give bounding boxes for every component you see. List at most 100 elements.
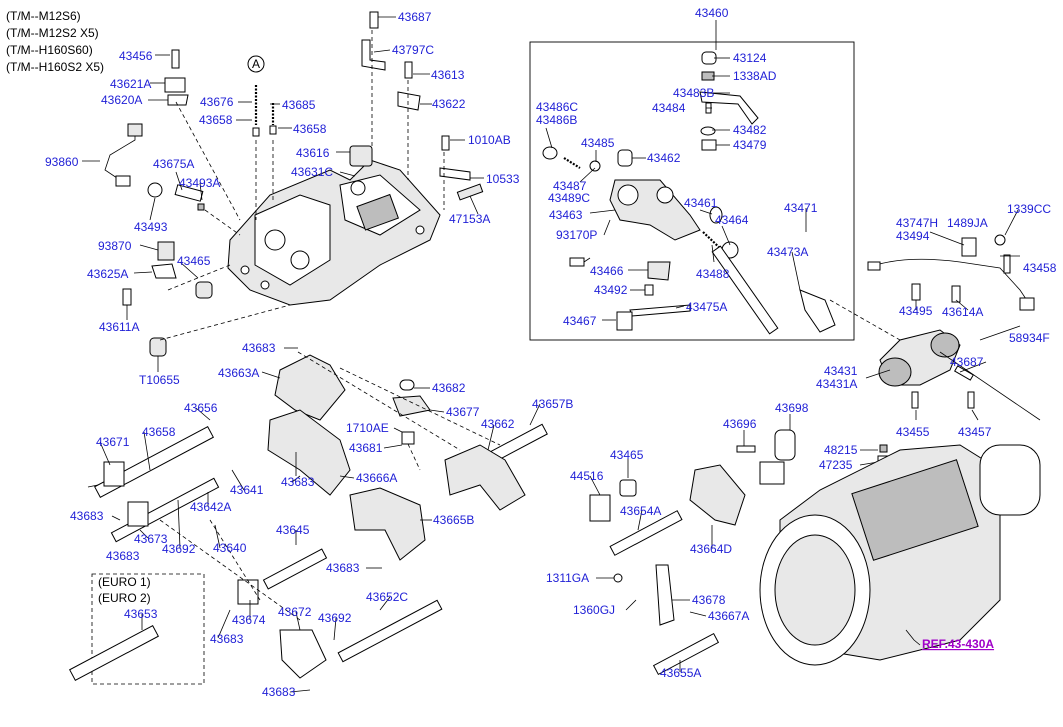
part-label[interactable]: 93870	[98, 239, 132, 253]
part-label[interactable]: 48215	[824, 443, 858, 457]
part-label[interactable]: 43485	[581, 136, 615, 150]
part-label[interactable]: 43671	[96, 435, 130, 449]
part-label[interactable]: 43431A	[816, 377, 857, 391]
part-label[interactable]: T10655	[139, 373, 180, 387]
part-label[interactable]: 43622	[432, 97, 466, 111]
part-label[interactable]: 43678	[692, 593, 726, 607]
part-label[interactable]: 43493A	[179, 176, 220, 190]
part-label[interactable]: 43667A	[708, 609, 749, 623]
part-label[interactable]: 43494	[896, 229, 930, 243]
part-label[interactable]: 43683	[326, 561, 360, 575]
part-label[interactable]: 43652C	[366, 590, 408, 604]
part-label[interactable]: 43683	[242, 341, 276, 355]
part-label[interactable]: 43662	[481, 417, 515, 431]
part-label[interactable]: 43613	[431, 68, 465, 82]
part-label[interactable]: 43692	[162, 542, 196, 556]
part-label[interactable]: 43655A	[660, 666, 701, 680]
part-label[interactable]: 43495	[899, 304, 933, 318]
part-label[interactable]: 43475A	[686, 300, 727, 314]
part-label[interactable]: 43658	[199, 113, 233, 127]
part-label[interactable]: 93860	[45, 155, 79, 169]
part-label[interactable]: 43641	[230, 483, 264, 497]
reference-link[interactable]: REF.43-430A	[922, 637, 994, 651]
part-label[interactable]: 1338AD	[733, 69, 777, 83]
part-label[interactable]: 43664D	[690, 542, 732, 556]
part-label[interactable]: 43488	[696, 267, 730, 281]
part-label[interactable]: 43683	[70, 509, 104, 523]
part-label[interactable]: 43681	[349, 441, 383, 455]
part-label[interactable]: 43696	[723, 417, 757, 431]
part-label[interactable]: 43486C	[536, 100, 578, 114]
part-label[interactable]: 43687	[950, 355, 984, 369]
part-label[interactable]: 43493	[134, 220, 168, 234]
part-label[interactable]: 1489JA	[947, 216, 988, 230]
part-label[interactable]: 1311GA	[546, 571, 589, 585]
part-label[interactable]: 1010AB	[468, 133, 511, 147]
part-label[interactable]: 43479	[733, 138, 767, 152]
part-label[interactable]: 43674	[232, 613, 266, 627]
part-label[interactable]: 93170P	[556, 228, 597, 242]
part-label[interactable]: 43465	[177, 254, 211, 268]
part-label[interactable]: 43682	[432, 381, 466, 395]
part-label[interactable]: 43645	[276, 523, 310, 537]
part-label[interactable]: 43677	[446, 405, 480, 419]
part-label[interactable]: 43455	[896, 425, 930, 439]
part-label[interactable]: 43657B	[532, 397, 573, 411]
part-label[interactable]: 43471	[784, 201, 818, 215]
part-label[interactable]: 43683	[210, 632, 244, 646]
part-label[interactable]: 43482	[733, 123, 767, 137]
part-label[interactable]: 10533	[486, 172, 520, 186]
part-label[interactable]: 43625A	[87, 267, 128, 281]
part-label[interactable]: 43611A	[99, 320, 139, 334]
part-label[interactable]: 43483B	[673, 86, 714, 100]
part-label[interactable]: 43492	[594, 283, 628, 297]
part-label[interactable]: 1339CC	[1007, 202, 1051, 216]
part-label[interactable]: 1710AE	[346, 421, 389, 435]
part-label[interactable]: 43683	[262, 685, 296, 699]
part-label[interactable]: 43621A	[110, 77, 151, 91]
part-label[interactable]: 43462	[647, 151, 681, 165]
part-label[interactable]: 43687	[398, 10, 432, 24]
part-label[interactable]: 58934F	[1009, 331, 1050, 345]
part-label[interactable]: 43486B	[536, 113, 577, 127]
part-label[interactable]: 43658	[293, 122, 327, 136]
part-label[interactable]: 43463	[549, 208, 583, 222]
part-label[interactable]: 43666A	[356, 471, 397, 485]
part-label[interactable]: 43489C	[548, 191, 590, 205]
part-label[interactable]: 43685	[282, 98, 316, 112]
part-label[interactable]: 43484	[652, 101, 686, 115]
part-label[interactable]: 43642A	[190, 500, 231, 514]
part-label[interactable]: 43676	[200, 95, 234, 109]
part-label[interactable]: 43487	[553, 179, 587, 193]
part-label[interactable]: 43672	[278, 605, 312, 619]
part-label[interactable]: 43692	[318, 611, 352, 625]
part-label[interactable]: 43683	[281, 475, 315, 489]
part-label[interactable]: 43431	[824, 364, 858, 378]
part-label[interactable]: 47235	[819, 458, 853, 472]
part-label[interactable]: 43698	[775, 401, 809, 415]
part-label[interactable]: 43461	[684, 196, 718, 210]
part-label[interactable]: 43656	[184, 401, 218, 415]
part-label[interactable]: 44516	[570, 469, 604, 483]
part-label[interactable]: 43458	[1023, 261, 1057, 275]
part-label[interactable]: 43614A	[942, 305, 983, 319]
part-label[interactable]: 43673	[134, 532, 168, 546]
part-label[interactable]: 1360GJ	[573, 603, 615, 617]
part-label[interactable]: 43460	[695, 6, 729, 20]
part-label[interactable]: 43466	[590, 264, 624, 278]
part-label[interactable]: 47153A	[449, 212, 490, 226]
part-label[interactable]: 43675A	[153, 157, 194, 171]
part-label[interactable]: 43797C	[392, 43, 434, 57]
part-label[interactable]: 43456	[119, 49, 153, 63]
part-label[interactable]: 43683	[106, 549, 140, 563]
part-label[interactable]: 43663A	[218, 366, 259, 380]
part-label[interactable]: 43473A	[767, 245, 808, 259]
part-label[interactable]: 43616	[296, 146, 330, 160]
part-label[interactable]: 43653	[124, 607, 158, 621]
part-label[interactable]: 43124	[733, 51, 767, 65]
part-label[interactable]: 43631C	[291, 165, 333, 179]
part-label[interactable]: 43467	[563, 314, 597, 328]
part-label[interactable]: 43658	[142, 425, 176, 439]
part-label[interactable]: 43465	[610, 448, 644, 462]
part-label[interactable]: 43464	[715, 213, 749, 227]
